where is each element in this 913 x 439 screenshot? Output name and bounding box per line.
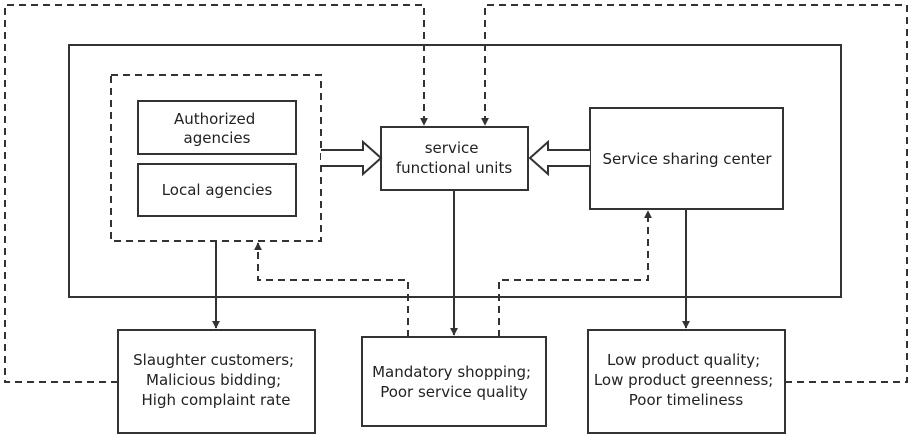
- feedback-middle-to-agencies: [254, 242, 409, 337]
- service-functional-units-box: service functional units: [380, 126, 529, 191]
- outcome-middle-line-2: Poor service quality: [380, 383, 528, 401]
- feedback-right-outcome-to-units: [481, 4, 908, 383]
- local-agencies-box: Local agencies: [137, 163, 297, 217]
- outcome-right-line-3: Poor timeliness: [629, 391, 744, 409]
- svg-text:Mandatory shopping; Poor: Mandatory shopping; Poor service quality: [372, 363, 536, 401]
- outcome-right-line-1: Low product quality;: [607, 351, 760, 369]
- service-units-line-2: functional units: [396, 159, 512, 177]
- outcome-left-line-2: Malicious bidding;: [146, 371, 281, 389]
- outcome-box-right: Low product quality; Low product greenne…: [587, 329, 786, 434]
- hollow-arrow-center-to-units: [528, 139, 590, 177]
- outcome-left-line-3: High complaint rate: [142, 391, 291, 409]
- feedback-left-outcome-to-units: [4, 4, 428, 383]
- svg-text:Slaughter customers; Mal: Slaughter customers; Malicious bidding; …: [133, 351, 299, 409]
- outcome-left-line-1: Slaughter customers;: [133, 351, 294, 369]
- authorized-agencies-line-1: Authorized: [174, 110, 255, 128]
- outcome-right-line-2: Low product greenness;: [594, 371, 774, 389]
- outcome-box-left: Slaughter customers; Malicious bidding; …: [117, 329, 316, 434]
- authorized-agencies-line-2: agencies: [184, 129, 251, 147]
- service-sharing-center-label: Service sharing center: [602, 150, 772, 168]
- service-units-line-1: service: [425, 139, 479, 157]
- feedback-middle-to-sharing-center: [498, 210, 652, 337]
- svg-text:Authorized agencies: Authorized agencies: [174, 110, 260, 147]
- local-agencies-label: Local agencies: [162, 181, 273, 199]
- service-sharing-center-box: Service sharing center: [589, 107, 784, 210]
- authorized-agencies-box: Authorized agencies: [137, 100, 297, 155]
- svg-text:Low product quality; Low: Low product quality; Low product greenne…: [594, 351, 778, 409]
- svg-text:Local agencies: Local agencies: [162, 181, 273, 199]
- hollow-arrow-agencies-to-units: [321, 139, 383, 177]
- outcome-box-middle: Mandatory shopping; Poor service quality: [361, 336, 547, 427]
- svg-text:service functional units: service functional units: [396, 139, 512, 177]
- outcome-middle-line-1: Mandatory shopping;: [372, 363, 531, 381]
- svg-text:Service sharing center: Service sharing center: [602, 150, 772, 168]
